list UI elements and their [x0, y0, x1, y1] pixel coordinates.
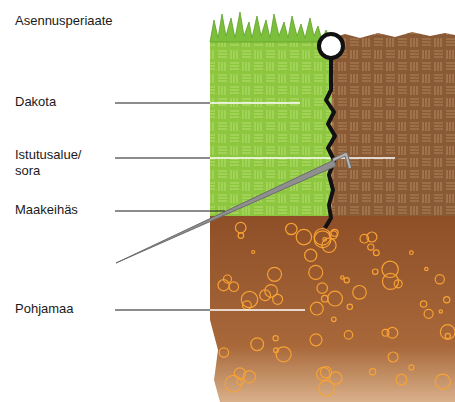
- ground-spike: [116, 160, 336, 263]
- part-label: Dakota: [15, 94, 56, 110]
- part-label: Istutusalue/ sora: [15, 147, 105, 179]
- part-label: Pohjamaa: [15, 301, 74, 317]
- edging-profile: [325, 58, 335, 228]
- planting-area: [332, 32, 455, 216]
- edging-top: [319, 34, 343, 58]
- grass: [210, 12, 332, 42]
- pebbles: [218, 222, 455, 396]
- diagram-title: Asennusperiaate: [15, 13, 113, 29]
- leader-lines: [115, 103, 225, 310]
- part-label: Maakeihäs: [15, 202, 78, 218]
- subsoil: [210, 216, 455, 402]
